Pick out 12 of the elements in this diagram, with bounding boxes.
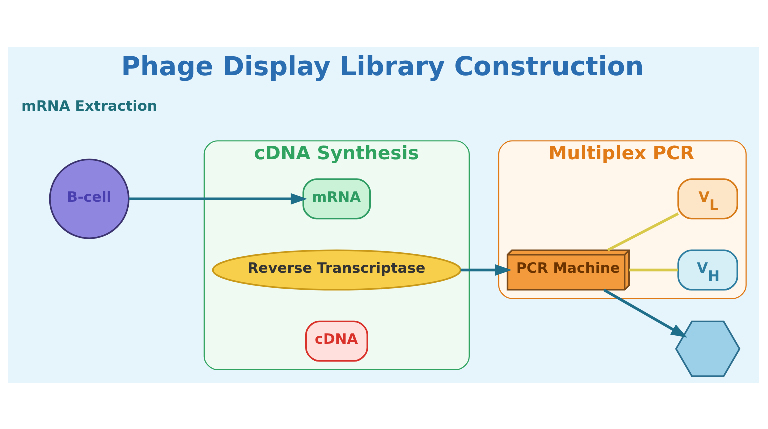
- arrow: [460, 264, 512, 276]
- arrow: [128, 192, 308, 204]
- label: mRNA Extraction: [22, 98, 158, 114]
- node-hexagon: [675, 320, 741, 377]
- diagram-title: Phage Display Library Construction: [121, 52, 644, 82]
- arrow: [604, 288, 688, 338]
- connector: [607, 212, 680, 252]
- node-box: cDNA: [305, 320, 368, 362]
- node-ellipse: Reverse Transcriptase: [212, 249, 462, 290]
- connector: [629, 268, 678, 272]
- node-circle: B-cell: [49, 158, 130, 239]
- node-box: mRNA: [302, 178, 372, 220]
